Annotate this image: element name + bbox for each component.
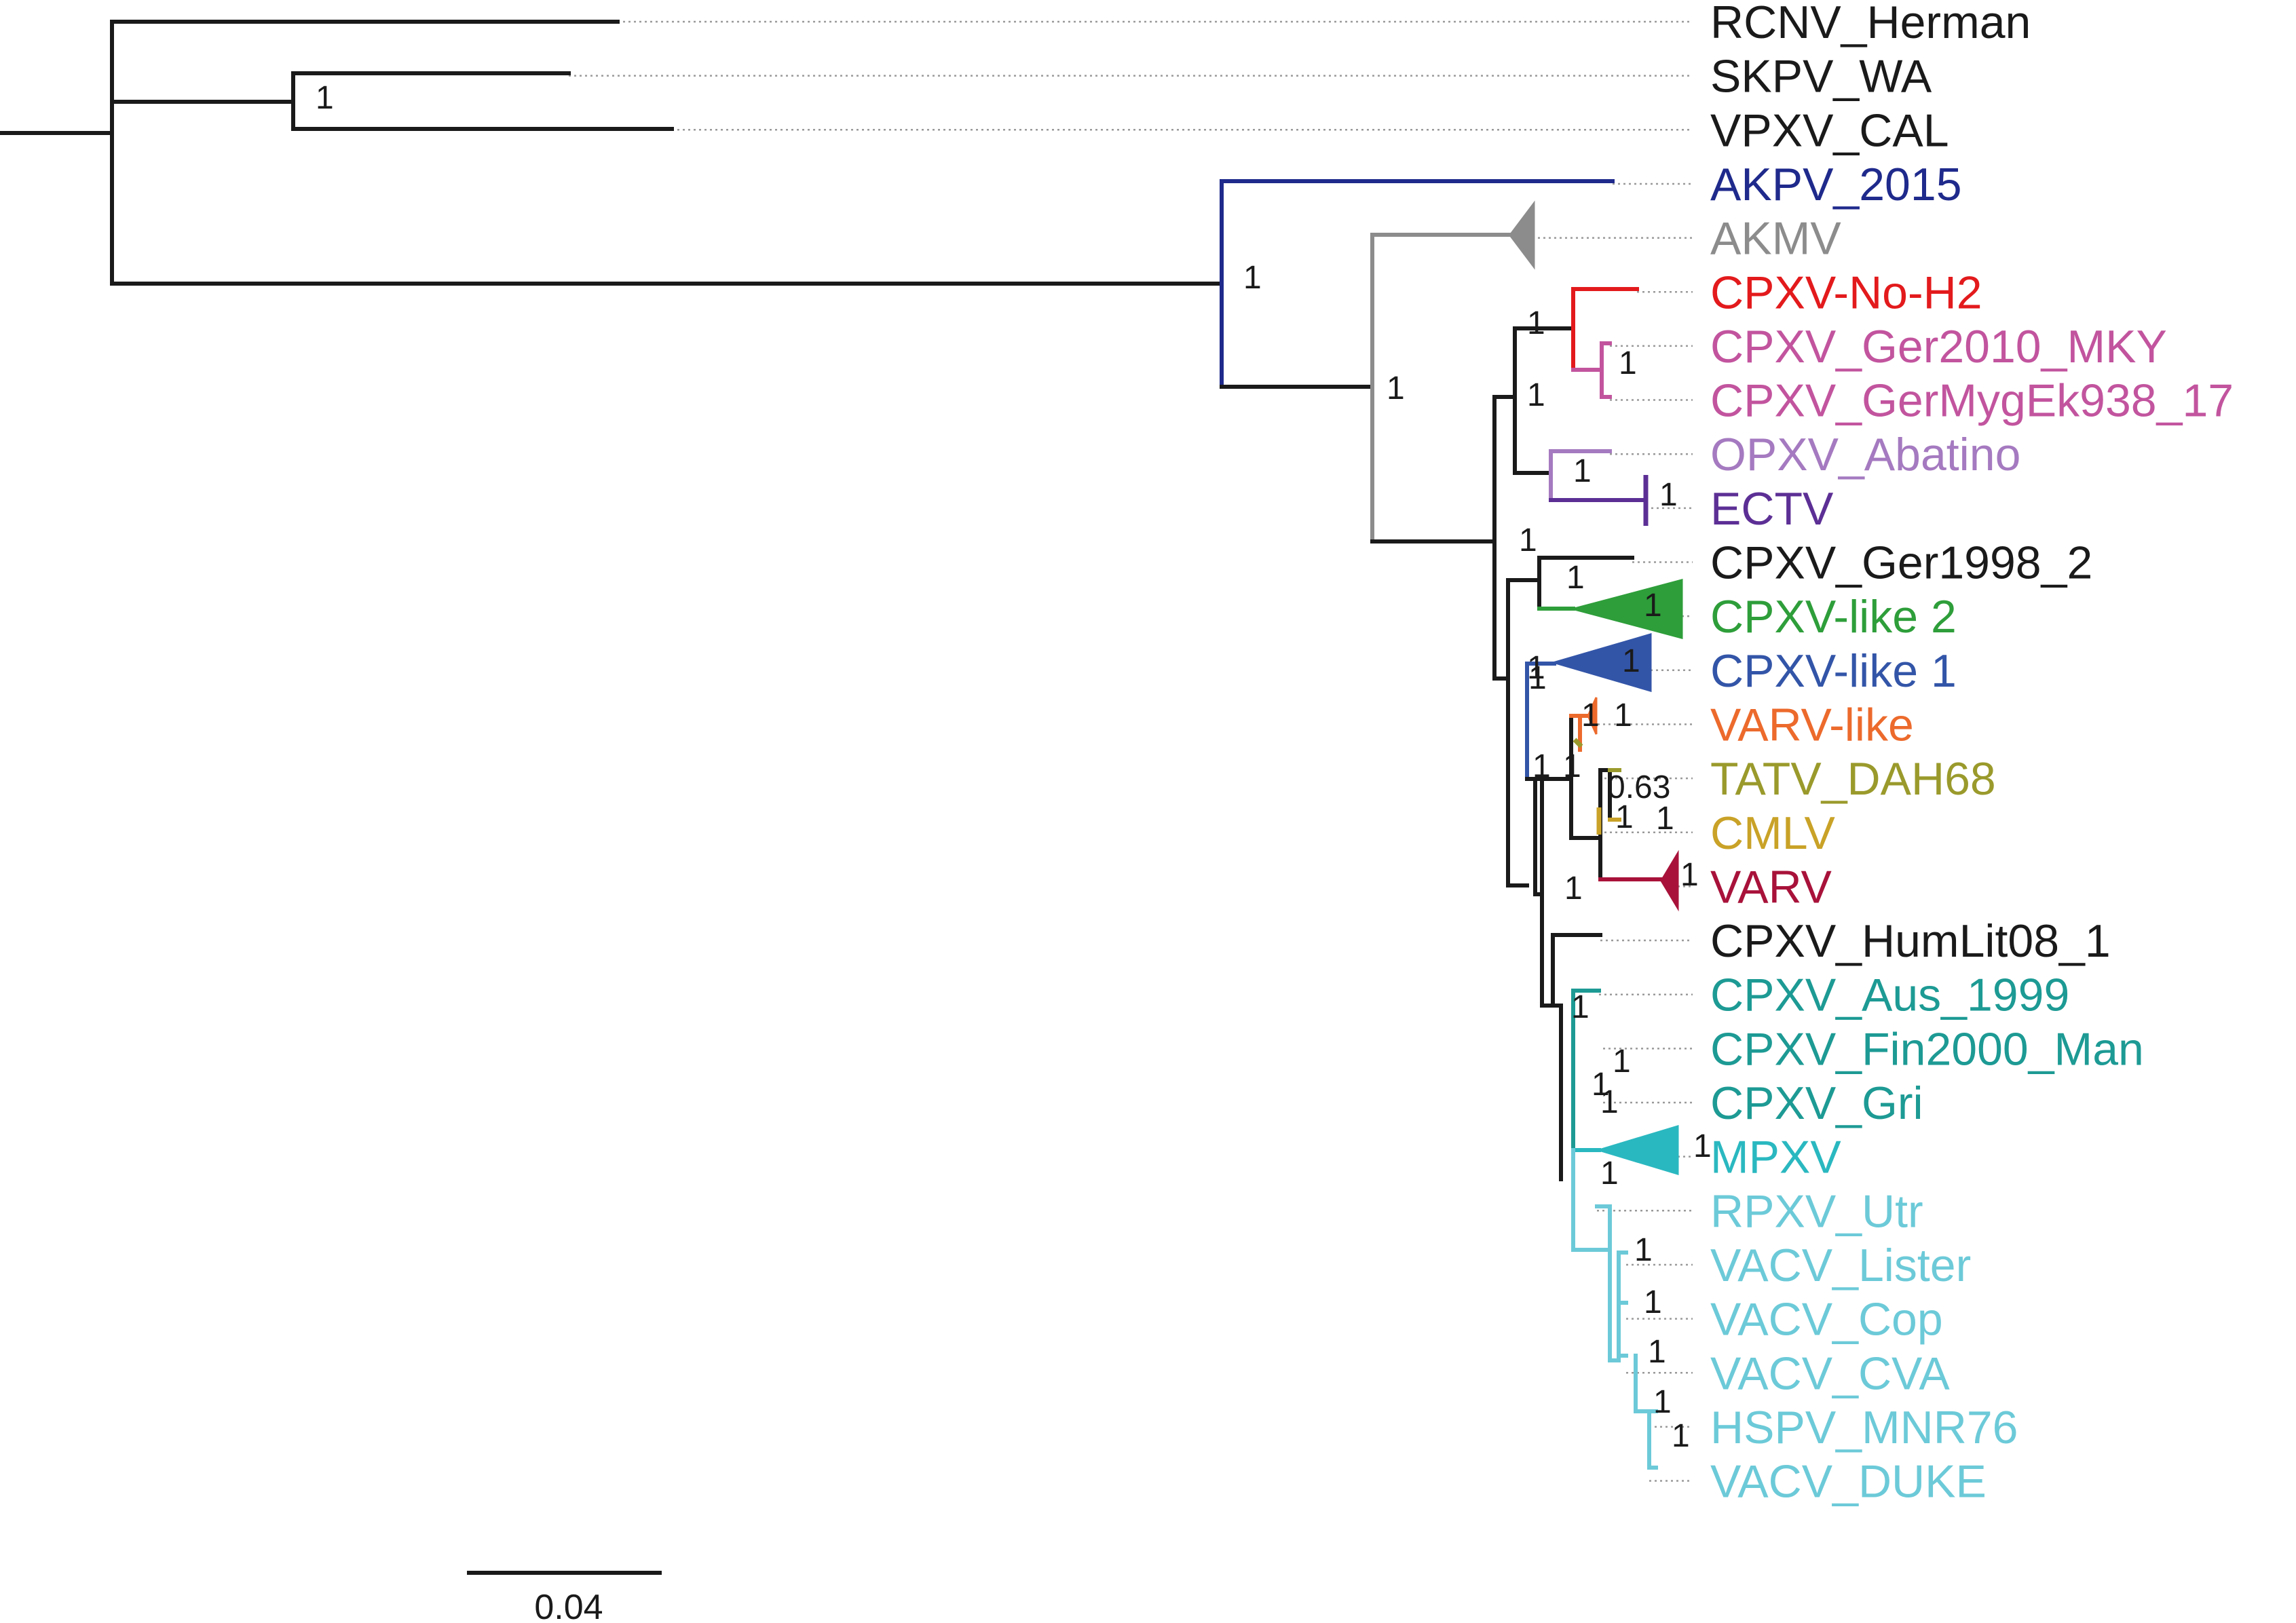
leaf-label: CMLV — [1710, 807, 1836, 859]
collapsed-clades — [1509, 200, 1683, 1176]
support-value: 1 — [1573, 453, 1592, 489]
support-value: 0.63 — [1607, 769, 1670, 805]
support-value: 1 — [1566, 560, 1585, 596]
leaf-label: CPXV_Aus_1999 — [1710, 970, 2069, 1021]
support-value: 1 — [1619, 345, 1637, 381]
leaf-label: CPXV_Ger1998_2 — [1710, 537, 2092, 589]
support-value: 1 — [1581, 698, 1600, 733]
leaf-label: ECTV — [1710, 483, 1834, 535]
support-value: 1 — [1600, 1084, 1619, 1120]
leaf-label: CPXV_HumLit08_1 — [1710, 915, 2111, 967]
support-value: 1 — [1693, 1128, 1712, 1164]
support-value: 1 — [1592, 1067, 1610, 1103]
support-value: 1 — [1672, 1418, 1690, 1454]
support-value: 1 — [1634, 1232, 1653, 1268]
scale-bar-label: 0.04 — [534, 1588, 603, 1623]
support-value: 1 — [1656, 801, 1674, 837]
support-value: 1 — [1527, 377, 1545, 413]
leaf-label: HSPV_MNR76 — [1710, 1402, 2018, 1453]
support-value: 1 — [1653, 1384, 1672, 1420]
leaf-label: VACV_Lister — [1710, 1240, 1971, 1291]
leaf-label: RPXV_Utr — [1710, 1185, 1923, 1237]
leaf-label: SKPV_WA — [1710, 51, 1932, 102]
support-value: 1 — [1600, 1156, 1619, 1191]
clade-tick — [1573, 738, 1583, 748]
leaf-guide-lines — [569, 20, 1693, 1482]
tree-branches — [0, 20, 1663, 1470]
leaf-label: CPXV-like 2 — [1710, 591, 1957, 643]
support-value: 1 — [1622, 643, 1640, 679]
support-value: 1 — [1532, 748, 1551, 784]
leaf-label: CPXV-like 1 — [1710, 645, 1957, 697]
support-value: 1 — [316, 80, 334, 116]
leaf-label: CPXV_Fin2000_Man — [1710, 1023, 2144, 1075]
support-value: 1 — [1564, 871, 1583, 906]
leaf-label: VACV_CVA — [1710, 1348, 1950, 1399]
collapsed-clade — [1569, 579, 1683, 639]
leaf-labels: RCNV_HermanSKPV_WAVPXV_CALAKPV_2015AKMVC… — [1710, 0, 2234, 1508]
leaf-label: VACV_DUKE — [1710, 1456, 1987, 1508]
leaf-label: VARV — [1710, 861, 1832, 913]
leaf-label: TATV_DAH68 — [1710, 753, 1996, 805]
support-value: 1 — [1527, 305, 1545, 341]
leaf-label: AKMV — [1710, 213, 1841, 265]
support-value: 1 — [1519, 522, 1537, 558]
support-value: 1 — [1528, 660, 1547, 696]
leaf-label: VPXV_CAL — [1710, 104, 1949, 156]
support-value: 1 — [1563, 748, 1581, 784]
leaf-label: CPXV-No-H2 — [1710, 267, 1982, 318]
leaf-label: MPXV — [1710, 1132, 1841, 1183]
support-value: 1 — [1644, 588, 1662, 624]
support-value: 1 — [1615, 799, 1634, 835]
collapsed-clade — [1509, 200, 1535, 270]
leaf-label: CPXV_GerMygEk938_17 — [1710, 375, 2234, 427]
support-value: 1 — [1680, 857, 1699, 893]
scale-bar: 0.04 — [467, 1571, 662, 1623]
leaf-label: VACV_Cop — [1710, 1294, 1943, 1345]
leaf-label: RCNV_Herman — [1710, 0, 2031, 48]
support-value: 1 — [1571, 989, 1589, 1025]
leaf-label: AKPV_2015 — [1710, 159, 1962, 210]
collapsed-clade — [1587, 697, 1598, 735]
leaf-label: OPXV_Abatino — [1710, 429, 2020, 480]
collapsed-clade — [1550, 632, 1652, 693]
support-value: 1 — [1644, 1284, 1662, 1320]
collapsed-clade — [1660, 849, 1679, 912]
leaf-label: CPXV_Ger2010_MKY — [1710, 321, 2167, 373]
collapsed-clade — [1595, 1124, 1679, 1176]
support-value: 1 — [1527, 650, 1545, 686]
support-value: 1 — [1614, 698, 1632, 733]
leaf-label: VARV-like — [1710, 699, 1914, 750]
support-value: 1 — [1387, 370, 1405, 406]
leaf-label: CPXV_Gri — [1710, 1077, 1923, 1129]
support-value: 1 — [1613, 1044, 1631, 1080]
support-value: 1 — [1243, 260, 1262, 296]
support-value: 1 — [1648, 1334, 1666, 1370]
support-value: 1 — [1659, 477, 1678, 513]
